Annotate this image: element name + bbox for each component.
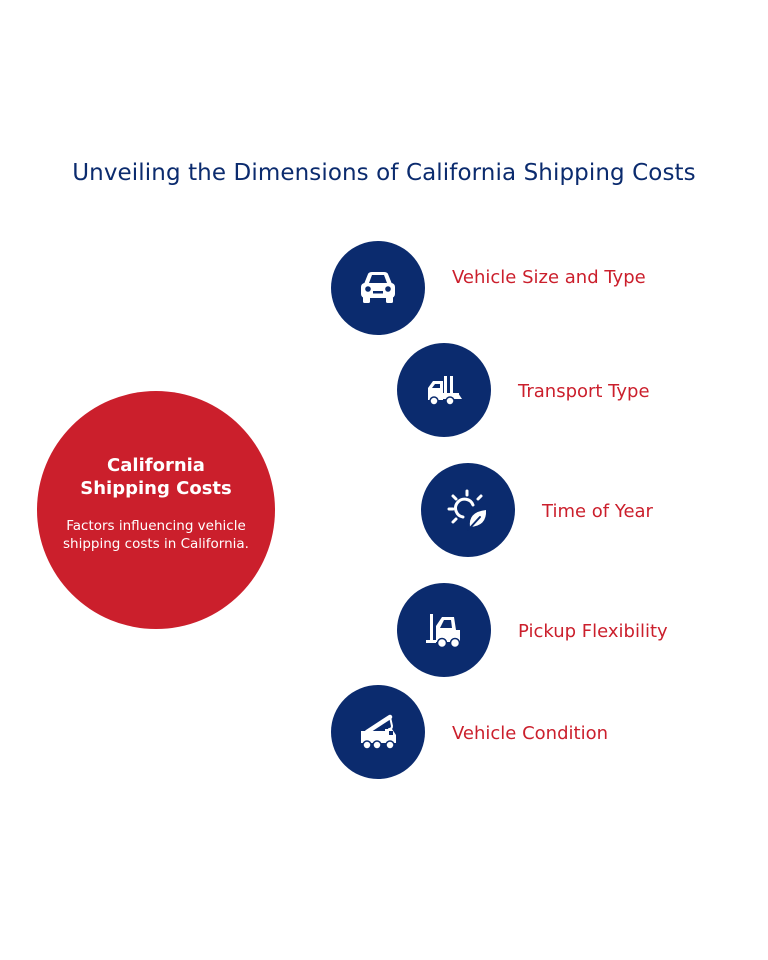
hub-title: California Shipping Costs <box>80 454 232 499</box>
sun-leaf-icon <box>447 489 487 531</box>
tow-truck-icon <box>428 376 462 406</box>
car-front-icon <box>361 272 395 303</box>
factor-label-time-of-year: Time of Year <box>542 501 653 522</box>
factor-node-vehicle-size[interactable] <box>331 241 425 335</box>
diagram-title: Unveiling the Dimensions of California S… <box>72 160 696 186</box>
factor-node-vehicle-condition[interactable] <box>331 685 425 779</box>
hub-description: Factors influencing vehicle shipping cos… <box>63 517 249 552</box>
crane-truck-icon <box>361 714 396 750</box>
factor-node-transport-type[interactable] <box>397 343 491 437</box>
factor-label-transport-type: Transport Type <box>518 381 650 402</box>
factor-node-pickup-flexibility[interactable] <box>397 583 491 677</box>
forklift-icon <box>426 614 461 649</box>
factor-node-time-of-year[interactable] <box>421 463 515 557</box>
factor-label-vehicle-size: Vehicle Size and Type <box>452 267 646 288</box>
factor-label-vehicle-condition: Vehicle Condition <box>452 723 608 744</box>
center-hub: California Shipping Costs Factors influe… <box>37 391 275 629</box>
factor-label-pickup-flexibility: Pickup Flexibility <box>518 621 668 642</box>
